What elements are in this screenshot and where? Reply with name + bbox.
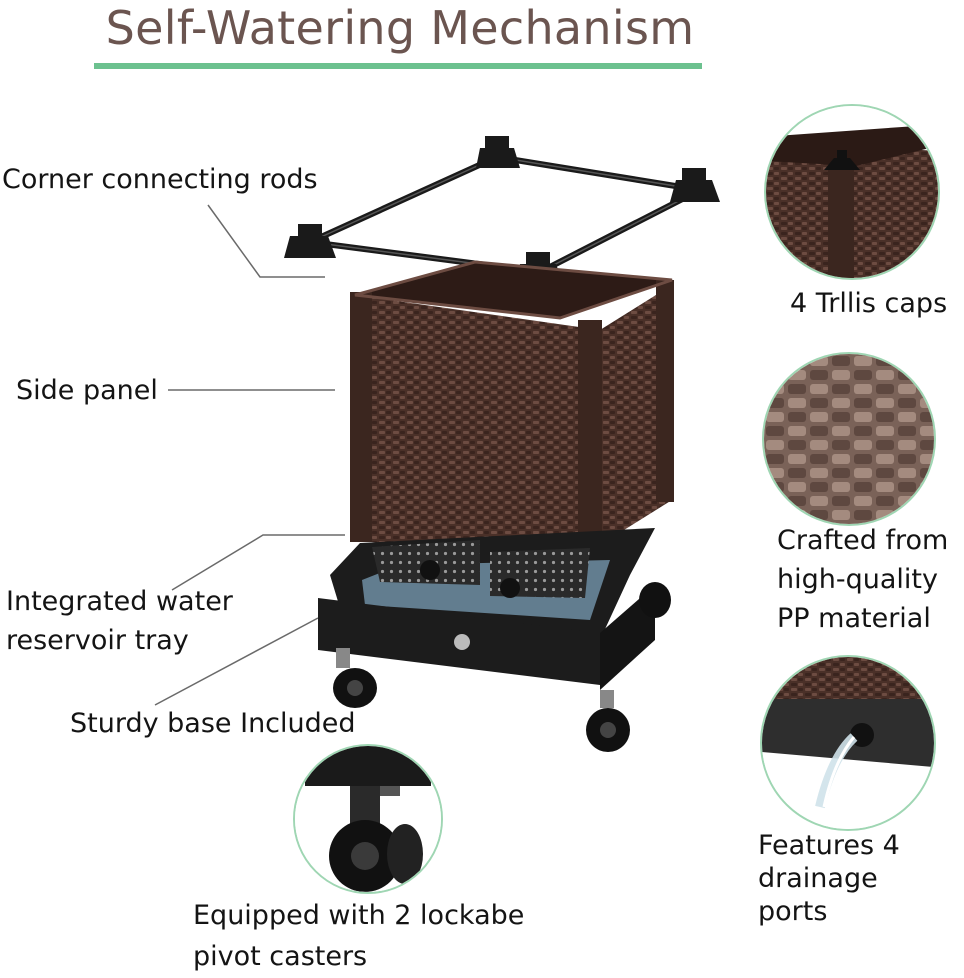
label-casters-line1: Equipped with 2 lockabe [193, 900, 525, 931]
label-side-panel: Side panel [16, 375, 158, 406]
detail-drainage-port [760, 655, 936, 831]
label-casters-line2: pivot casters [193, 941, 368, 972]
label-drainage-line1: Features 4 [758, 830, 900, 861]
detail-caster-wheel [293, 744, 443, 894]
detail-pp-material [762, 352, 936, 526]
planter-box [350, 260, 674, 572]
title-underline [94, 63, 702, 69]
label-material-line3: PP material [777, 603, 931, 634]
reservoir-tray [330, 528, 655, 640]
casters [333, 582, 671, 752]
label-corner-rods: Corner connecting rods [2, 164, 318, 195]
label-material-line1: Crafted from [777, 525, 949, 556]
label-material-line2: high-quality [777, 564, 938, 595]
callout-lines [154, 204, 345, 706]
label-base: Sturdy base Included [70, 708, 356, 739]
page-title: Self-Watering Mechanism [105, 1, 695, 55]
label-caps: 4 Trllis caps [790, 288, 948, 319]
label-reservoir-line1: Integrated water [6, 586, 233, 617]
label-drainage-line3: ports [758, 896, 828, 927]
label-reservoir-line2: reservoir tray [6, 625, 189, 656]
sturdy-base [318, 585, 655, 690]
label-drainage-line2: drainage [758, 863, 878, 894]
detail-trellis-cap [764, 104, 940, 280]
